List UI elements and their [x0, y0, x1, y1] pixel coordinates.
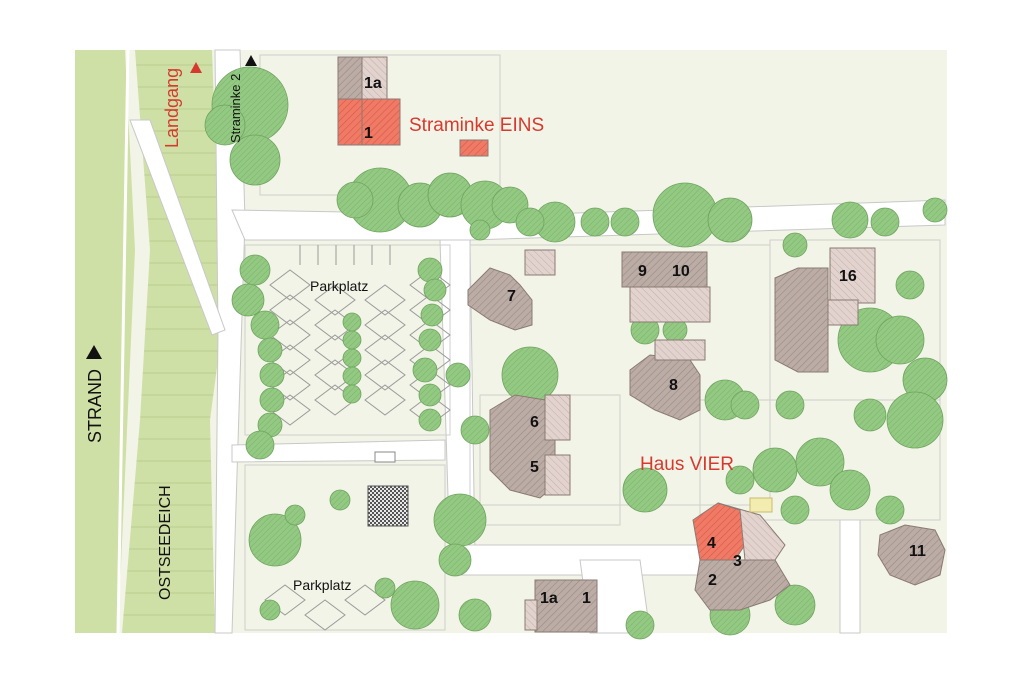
dyke-area [75, 49, 222, 634]
buildings [337, 56, 946, 633]
building-number: 1a [364, 75, 382, 92]
landgang-arrow-icon [190, 62, 202, 73]
building-number: 7 [507, 288, 516, 305]
building-number: 2 [708, 572, 717, 589]
building-number: 1 [364, 125, 373, 142]
parkplatz-top-label: Parkplatz [310, 278, 368, 294]
building-number: 5 [530, 459, 539, 476]
strand-label: STRAND [85, 369, 105, 443]
building-number: 9 [638, 263, 647, 280]
building-number: 1 [582, 590, 591, 607]
building-number: 6 [530, 414, 539, 431]
building-number: 8 [669, 377, 678, 394]
ostseedeich-label: OSTSEEDEICH [157, 485, 174, 600]
trees [204, 66, 948, 640]
strand-arrow-icon [86, 345, 102, 359]
building-number: 1a [540, 590, 558, 607]
building-number: 4 [707, 535, 716, 552]
landgang-label: Landgang [162, 68, 182, 148]
straminke2-arrow-icon [245, 55, 257, 66]
building-numbers: 1a 1 7 9 10 16 8 6 5 4 3 2 11 1a 1 [364, 75, 926, 607]
building-number: 3 [733, 553, 742, 570]
straminke-eins-label: Straminke EINS [409, 115, 544, 136]
building-number: 10 [672, 263, 690, 280]
parkplatz-bottom-label: Parkplatz [293, 577, 351, 593]
building-number: 16 [839, 268, 857, 285]
straminke2-label: Straminke 2 [228, 74, 243, 143]
haus-vier-label: Haus VIER [640, 454, 734, 475]
building-number: 11 [909, 543, 926, 560]
